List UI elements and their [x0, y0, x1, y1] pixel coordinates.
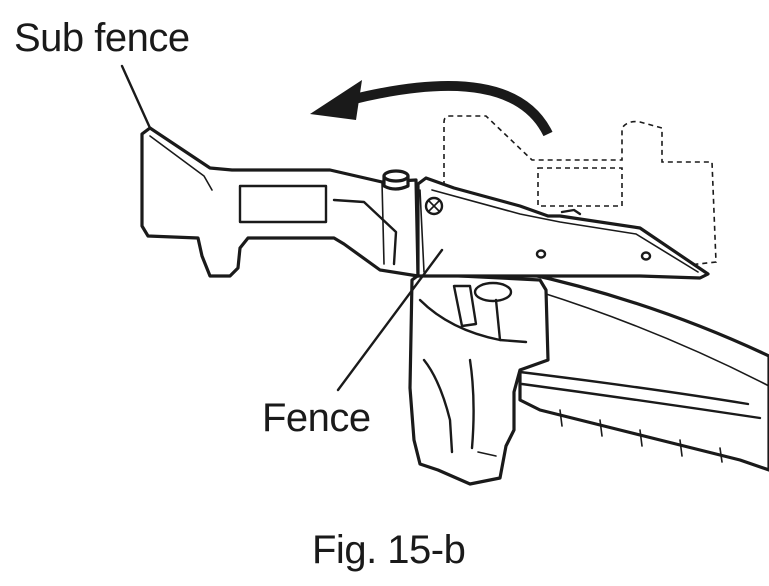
- pivot-pin: [382, 169, 410, 191]
- fence-part: [416, 176, 710, 280]
- sub-fence-part: [140, 126, 420, 278]
- rotation-arrow: [310, 80, 553, 137]
- fence-label: Fence: [262, 396, 371, 440]
- leader-line-sub-fence: [120, 64, 152, 130]
- leader-line-fence: [336, 248, 444, 392]
- sub-fence-label: Sub fence: [14, 16, 190, 60]
- fence-base-casting: [408, 272, 550, 486]
- sub-fence-folded-position-dashed: [443, 115, 717, 267]
- saw-base-turntable: [518, 270, 769, 472]
- figure-caption: Fig. 15-b: [312, 528, 466, 572]
